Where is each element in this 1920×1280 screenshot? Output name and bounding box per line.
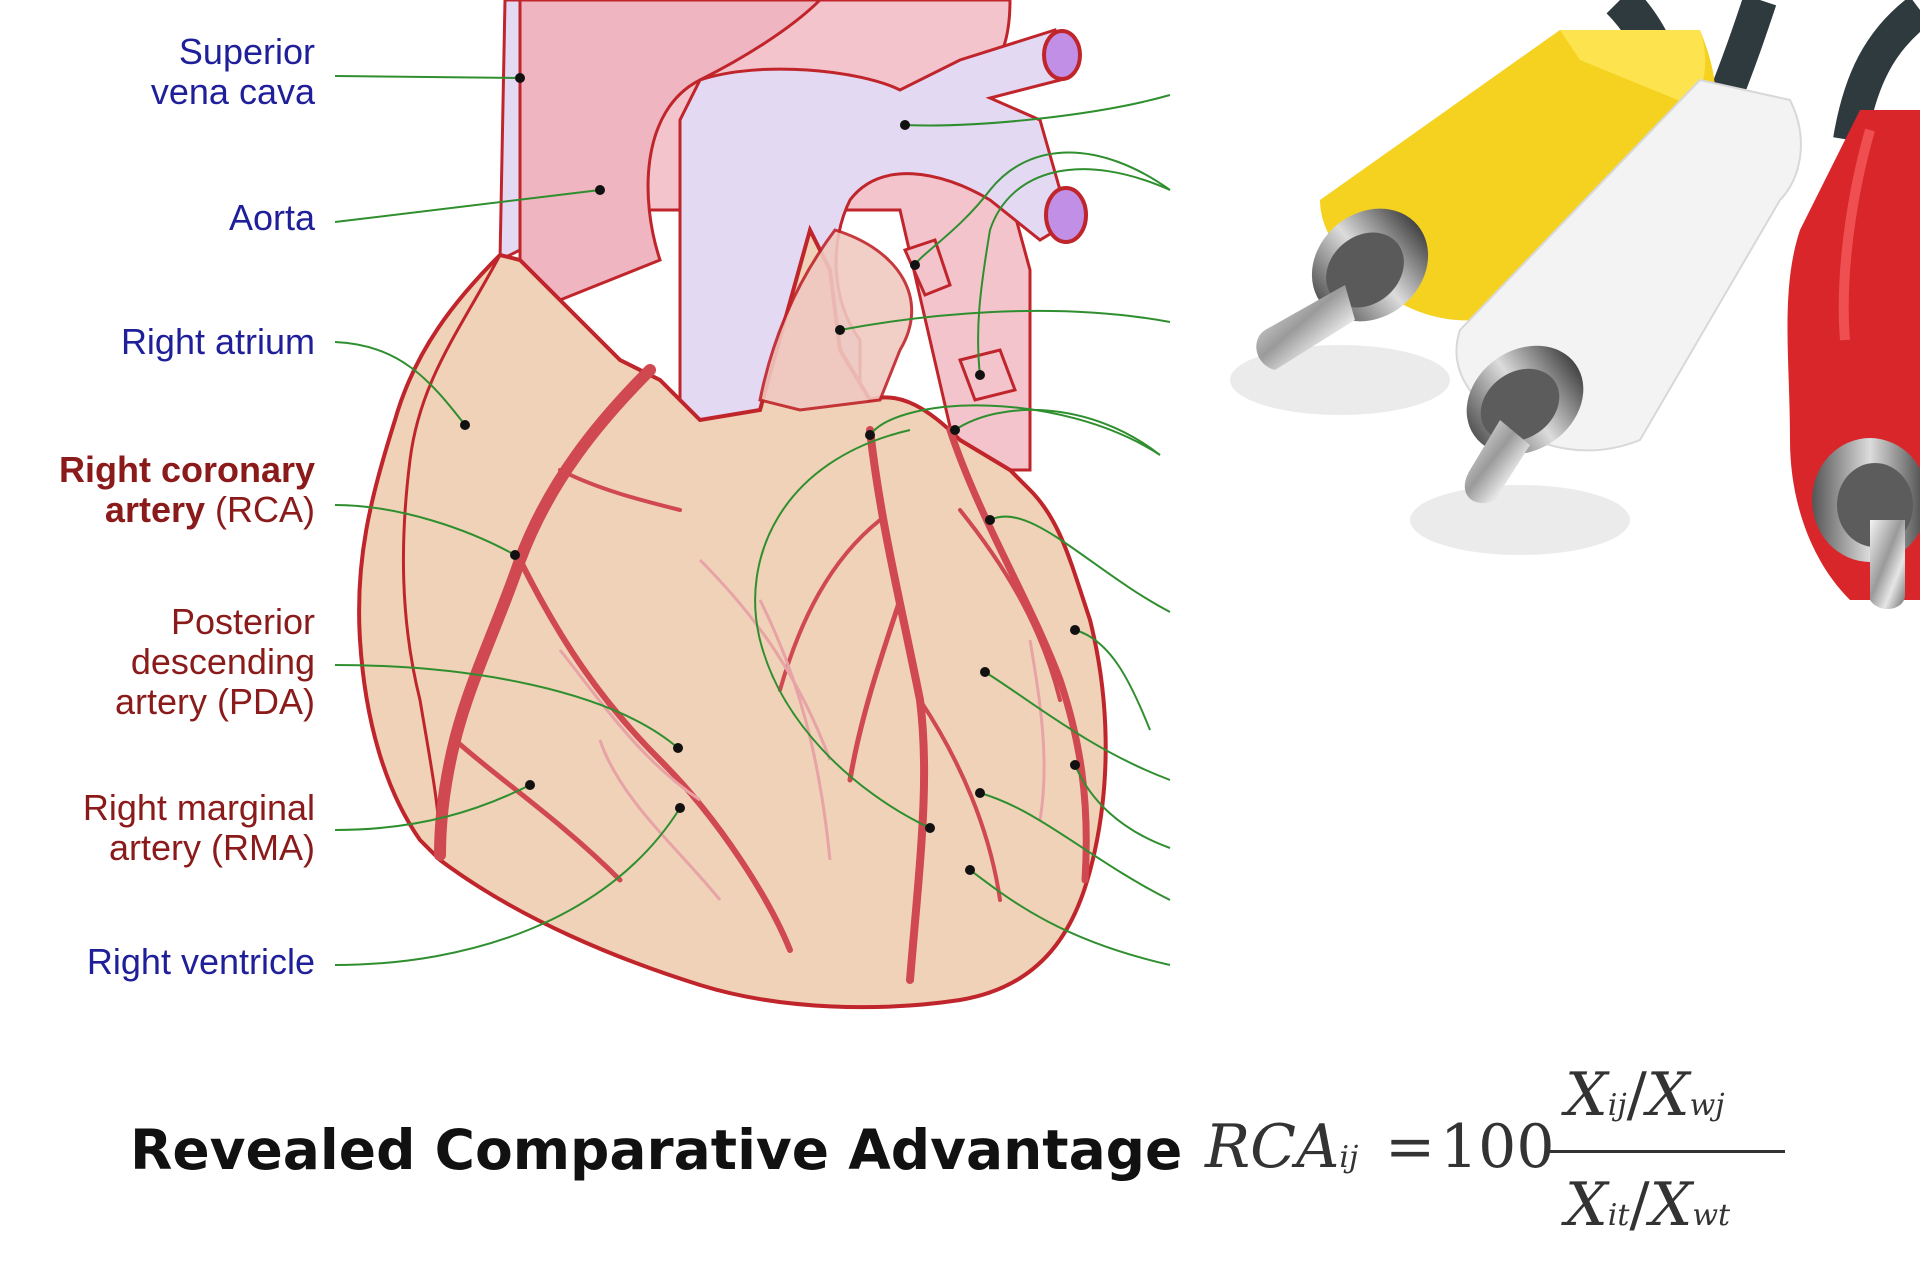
cardiac-veins <box>558 558 1046 901</box>
label-pda-line3: artery (PDA) <box>114 681 315 722</box>
formula-fraction-bar <box>1550 1150 1785 1153</box>
formula-equals: = <box>1385 1112 1436 1182</box>
label-rca-line1: Right coronary <box>58 449 315 490</box>
right-atrium-lobe <box>401 254 502 851</box>
label-pda: Posterior descending artery (PDA) <box>115 602 315 722</box>
formula-num-b-sub: wj <box>1689 1088 1725 1123</box>
label-superior-vena-cava-line1: Superior <box>178 31 315 72</box>
label-pda-line1: Posterior <box>170 601 315 642</box>
formula-den-a-sub: it <box>1607 1198 1630 1233</box>
formula-lhs-sub: ij <box>1339 1140 1359 1175</box>
label-rma: Right marginal artery (RMA) <box>83 788 315 868</box>
formula-den-b: X <box>1649 1170 1693 1240</box>
label-anchor-dots <box>460 73 1080 875</box>
label-right-ventricle: Right ventricle <box>86 941 315 982</box>
formula-den-b-sub: wt <box>1692 1198 1731 1233</box>
formula-num-a: X <box>1565 1060 1608 1130</box>
label-rma-line1: Right marginal <box>82 787 315 828</box>
aorta-vessel <box>518 0 823 302</box>
label-pda-line2: descending <box>130 641 315 682</box>
formula-den-a: X <box>1565 1170 1608 1240</box>
label-right-atrium: Right atrium <box>120 321 315 362</box>
footer-title: Revealed Comparative Advantage <box>130 1118 1183 1182</box>
vessel-opening-mid <box>1044 186 1088 244</box>
vessel-stub-1 <box>902 238 952 297</box>
heart-diagram-icon <box>334 0 1171 1010</box>
rca-cable-icon <box>1230 0 1920 610</box>
leader-lines-left <box>334 75 681 966</box>
formula-numerator: Xij/Xwj <box>1565 1060 1725 1130</box>
label-rca: Right coronary artery (RCA) <box>59 450 315 530</box>
label-rca-line2: artery <box>104 489 205 530</box>
formula-lhs-text: RCA <box>1205 1112 1340 1182</box>
formula-num-slash: / <box>1626 1060 1647 1130</box>
left-auricle <box>758 228 914 412</box>
leader-lines-right <box>754 94 1171 966</box>
formula-num-a-sub: ij <box>1607 1088 1627 1123</box>
label-aorta: Aorta <box>228 197 315 238</box>
formula-num-b: X <box>1646 1060 1690 1130</box>
formula-den-slash: / <box>1629 1170 1650 1240</box>
label-rma-line2: artery (RMA) <box>109 827 315 868</box>
label-rca-abbr: (RCA) <box>205 489 315 530</box>
white-plug <box>1455 78 1802 504</box>
formula-coefficient: 100 <box>1440 1112 1555 1182</box>
superior-vena-cava <box>498 0 522 263</box>
coronary-arteries <box>434 364 1090 984</box>
formula-lhs: RCAij <box>1205 1112 1358 1182</box>
red-plug <box>1787 110 1920 610</box>
vessel-opening-top <box>1042 29 1082 81</box>
label-superior-vena-cava-line2: vena cava <box>150 71 315 112</box>
yellow-plug <box>1256 30 1715 370</box>
label-superior-vena-cava: Superior vena cava <box>151 32 315 112</box>
vessel-stub-2 <box>958 348 1017 402</box>
formula-denominator: Xit/Xwt <box>1565 1170 1730 1240</box>
